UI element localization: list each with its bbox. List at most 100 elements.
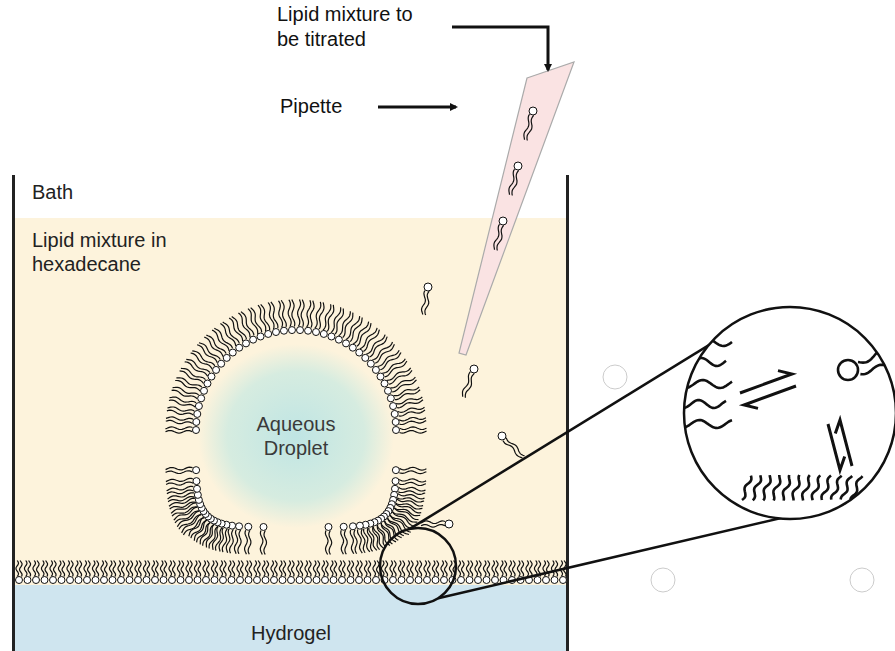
lipid-head [392, 478, 399, 485]
lipid-tail [280, 561, 283, 577]
lipid-tail [387, 518, 409, 534]
bath-wall [12, 175, 15, 651]
zoom-content [680, 338, 895, 501]
lipid-tail [450, 561, 453, 577]
lipid-head [415, 577, 422, 584]
lipid-tail [521, 561, 524, 577]
lipid-tail [93, 561, 96, 577]
lipid-head [390, 403, 397, 410]
lipid-tail [275, 561, 278, 577]
lipid-tail [212, 561, 215, 577]
lipid-tail [475, 561, 478, 577]
lipid-head [160, 577, 167, 584]
lipid-head [288, 327, 295, 334]
lipid-head [229, 349, 236, 356]
node-text: Lipid mixture in hexadecane [32, 228, 172, 276]
zoom-source-circle [380, 528, 456, 604]
lipid-tail [358, 529, 363, 553]
pipette [459, 62, 574, 355]
lipid-head [322, 577, 329, 584]
lipid-head [237, 577, 244, 584]
lipid-head [126, 577, 133, 584]
lipid-tail [135, 561, 138, 577]
lipid-tail [399, 487, 426, 491]
lipid-head [347, 577, 354, 584]
node-text: Hydrogel [251, 621, 331, 645]
lipid-tail [166, 467, 193, 470]
lipid-tail [399, 471, 426, 474]
lipid-tail [50, 561, 53, 577]
lipid-tail [399, 482, 426, 485]
lipid-tail [20, 561, 23, 577]
lipid-tail [207, 561, 210, 577]
lipid-tail [341, 530, 344, 554]
lipid-head [313, 577, 320, 584]
lipid-tail [524, 114, 530, 140]
lipid-head [265, 330, 272, 337]
lipid-tail [773, 475, 780, 501]
lipid-tail [127, 561, 130, 577]
zoom-callout [380, 307, 895, 604]
lipid-head [254, 577, 261, 584]
lipid-tail [373, 526, 383, 548]
lipid-tail [258, 561, 261, 577]
lipid-tail [156, 561, 159, 577]
lipid-head [313, 329, 320, 336]
lipid-head [271, 577, 278, 584]
lipid-head [213, 366, 220, 373]
lipid-tail [433, 561, 436, 577]
faint-circle [651, 568, 675, 592]
lipid-tail [166, 478, 193, 481]
lipid-tail [831, 476, 842, 500]
lipid-tail [509, 561, 512, 577]
lipid-head [384, 387, 391, 394]
faint-circle [603, 365, 627, 389]
lipid-head [169, 577, 176, 584]
lipid-tail [271, 302, 278, 328]
lipid-head [372, 366, 379, 373]
lipid-head [92, 577, 99, 584]
hydrogel-fill [15, 585, 567, 651]
lipid-tail [742, 476, 751, 500]
lipid-tail [368, 561, 371, 577]
lipid-head [305, 327, 312, 334]
lipid-tail [331, 561, 334, 577]
lipid-tail [84, 561, 87, 577]
lipid-tail [326, 561, 329, 577]
lipid-head [243, 340, 250, 347]
lipid-head [228, 577, 235, 584]
lipid-head [24, 577, 31, 584]
lipid-head [203, 577, 210, 584]
lipid-tail [518, 561, 521, 577]
aqueous-droplet: Aqueous Droplet [196, 336, 396, 527]
lipid-tail [421, 521, 445, 524]
lipid-tail [441, 561, 444, 577]
lipid-head [407, 577, 414, 584]
lipid-tail [377, 561, 380, 577]
lipid-head [50, 577, 57, 584]
lipid-tail [230, 529, 234, 553]
lipid-head [392, 418, 399, 425]
lipid-head [320, 330, 327, 337]
lipid-tail [171, 503, 196, 513]
lipid-head [250, 336, 257, 343]
lipid-tail [283, 561, 286, 577]
lipid-head [143, 577, 150, 584]
lipid-tail [173, 387, 199, 394]
lipid-head [492, 577, 499, 584]
lipid-tail [118, 561, 121, 577]
lipid-tail [76, 561, 79, 577]
pipette-content-label: Lipid mixture to be titrated [277, 2, 427, 52]
lipid-tail [166, 471, 193, 474]
lipid-head [470, 365, 478, 373]
lipid-tail [248, 309, 258, 334]
lipid-tail [680, 338, 732, 346]
hexadecane-region: Lipid mixture in hexadecaneAqueous Dropl… [15, 218, 567, 585]
node-text: Bath [32, 180, 232, 204]
lipid-tail [421, 525, 445, 528]
lipid-tail [181, 368, 206, 379]
lipid-tail [387, 368, 411, 381]
lipid-tail [329, 531, 332, 555]
lipid-head [325, 523, 332, 530]
lipid-tail [314, 561, 317, 577]
